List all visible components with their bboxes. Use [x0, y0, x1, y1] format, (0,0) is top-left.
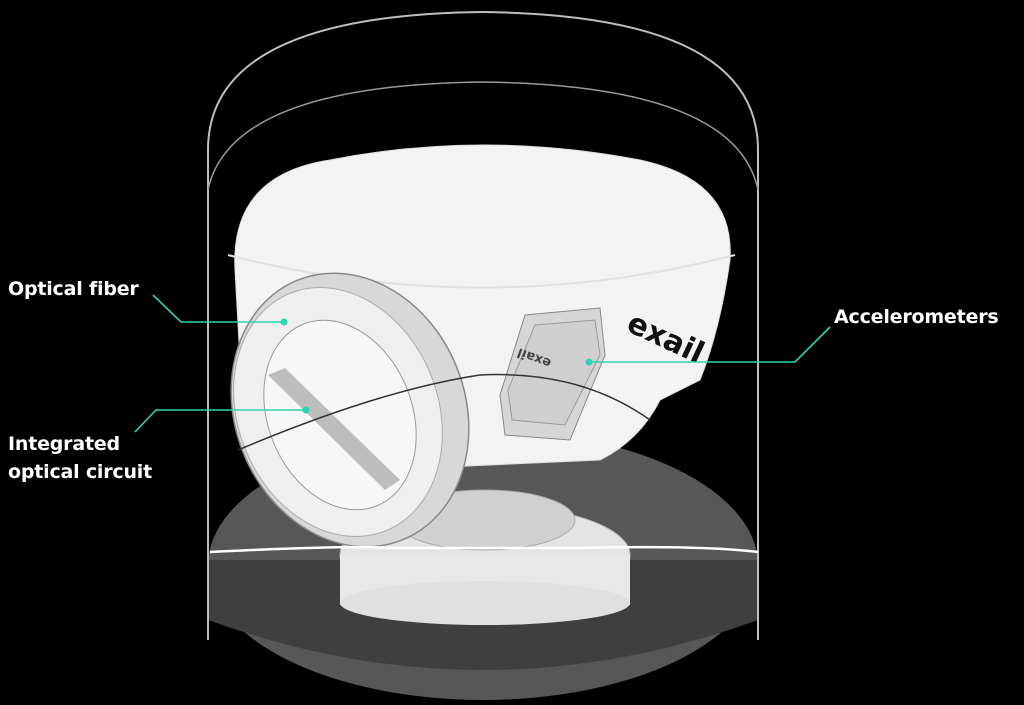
accelerometers-dot — [585, 358, 593, 366]
accelerometer-face — [507, 319, 601, 426]
cylinder-outline — [207, 10, 759, 640]
integrated-circuit-dot — [302, 406, 310, 414]
cover-arc — [237, 373, 651, 451]
accelerometers-leader — [589, 326, 831, 363]
optical-fiber-dot — [280, 318, 288, 326]
optical-fiber-leader — [152, 294, 284, 323]
lower-ring-bottom — [340, 581, 630, 625]
label-accelerometers: Accelerometers — [834, 306, 999, 328]
label-integrated-optical-circuit: Integrated optical circuit — [8, 430, 152, 486]
label-optical-fiber: Optical fiber — [8, 278, 139, 300]
coil-crossbar — [268, 368, 400, 490]
integrated-circuit-leader — [134, 409, 306, 433]
label-integrated-line1: Integrated — [8, 433, 120, 455]
cylinder-inner-rim — [207, 81, 759, 191]
label-integrated-line2: optical circuit — [8, 461, 152, 483]
white-rim-line — [209, 545, 759, 554]
dome-band — [227, 254, 736, 289]
